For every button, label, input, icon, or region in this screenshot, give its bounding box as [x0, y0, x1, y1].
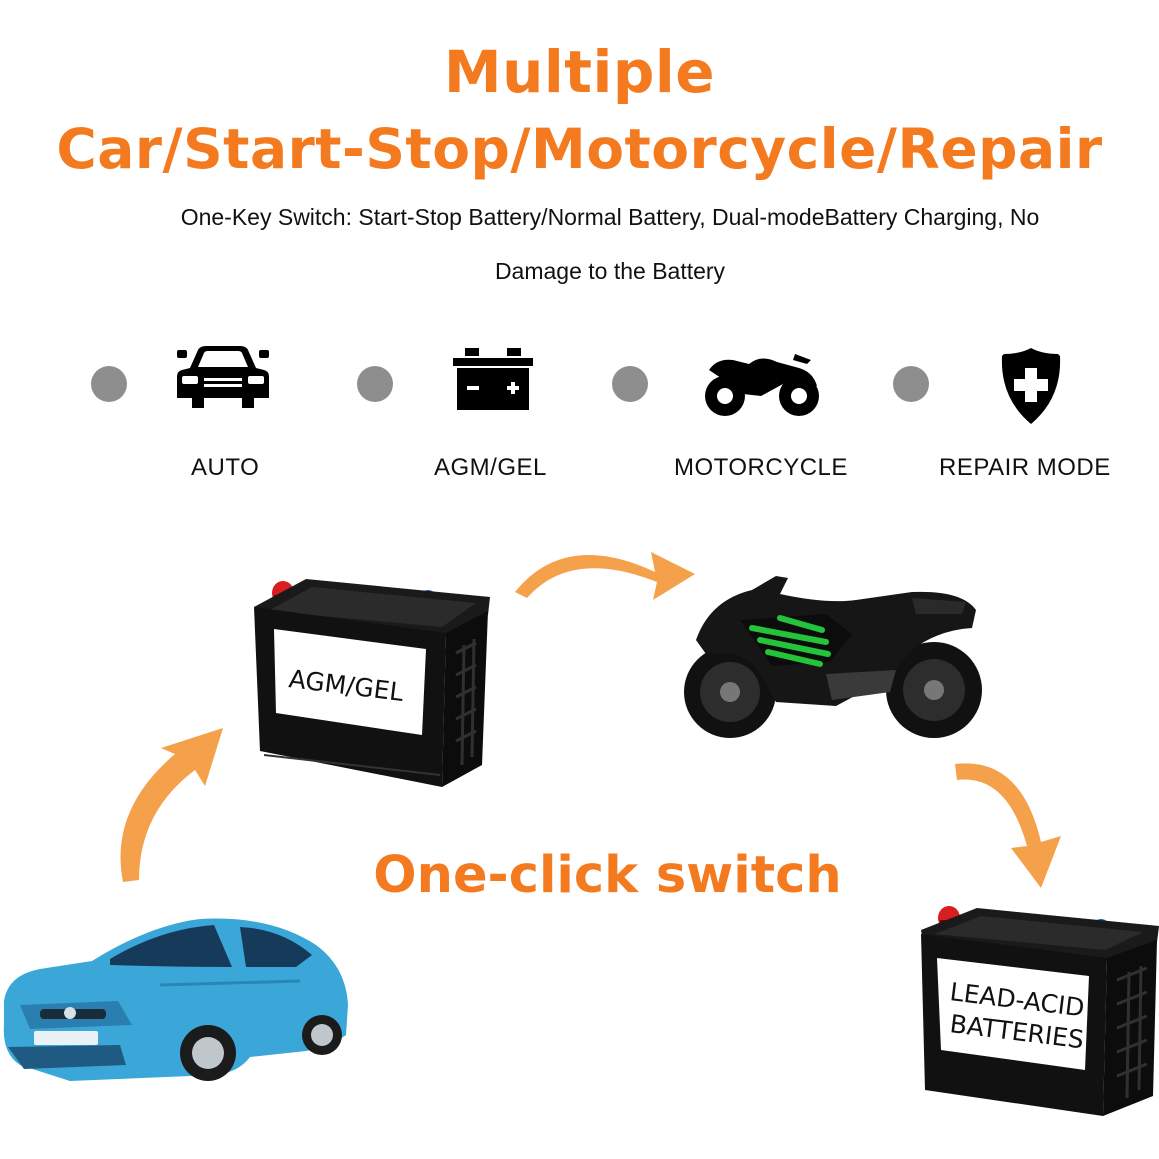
lead-acid-battery-picture: LEAD-ACID BATTERIES — [921, 906, 1159, 1116]
arrow-battery-to-motorcycle — [515, 552, 695, 600]
arrow-car-to-battery — [120, 728, 223, 882]
mode-label-agm-gel: AGM/GEL — [434, 454, 547, 481]
mode-dot-repair — [893, 366, 929, 402]
mode-label-auto: AUTO — [191, 454, 260, 481]
mode-label-repair-mode: REPAIR MODE — [939, 454, 1111, 481]
mode-dot-agm-gel — [357, 366, 393, 402]
battery-icon — [453, 348, 533, 410]
subtitle-line-1: One-Key Switch: Start-Stop Battery/Norma… — [180, 204, 1040, 230]
repair-shield-icon — [1001, 348, 1061, 424]
blue-car-picture — [3, 918, 349, 1081]
mode-dot-motorcycle — [612, 366, 648, 402]
one-click-switch-text: One-click switch — [373, 846, 842, 905]
sport-motorcycle-picture — [684, 576, 982, 738]
title-line-2: Car/Start-Stop/Motorcycle/Repair — [56, 117, 1103, 181]
agm-gel-battery-picture: AGM/GEL — [254, 579, 490, 787]
mode-label-motorcycle: MOTORCYCLE — [674, 454, 848, 481]
mode-dot-auto — [91, 366, 127, 402]
arrow-motorcycle-to-lead-acid — [955, 763, 1061, 888]
title-line-1: Multiple — [443, 38, 716, 106]
subtitle-line-2: Damage to the Battery — [494, 258, 726, 284]
car-icon — [177, 346, 269, 408]
motorcycle-icon — [705, 354, 819, 416]
